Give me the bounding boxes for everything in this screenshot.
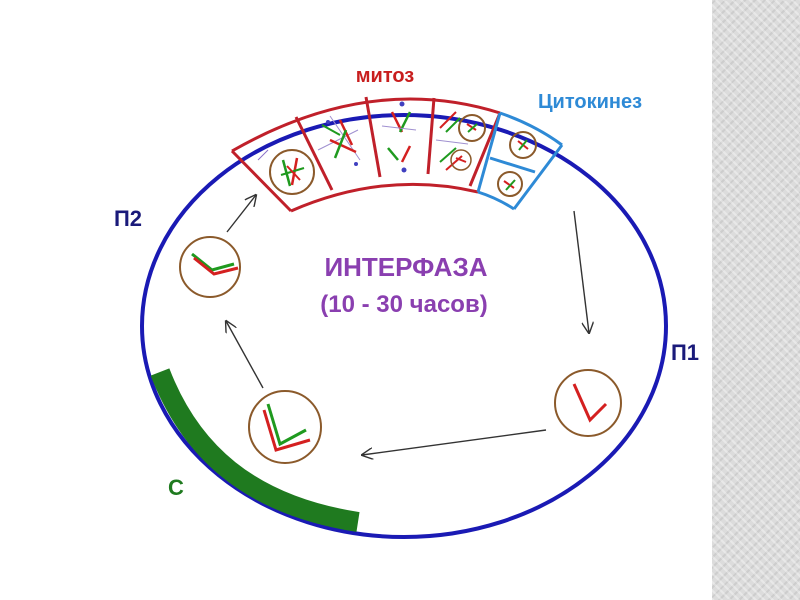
decorative-side-strip	[712, 0, 800, 600]
s-cell-icon	[248, 390, 322, 464]
s-label: С	[168, 475, 184, 500]
g1-cell-icon	[554, 369, 622, 437]
mitosis-stage-metaphase	[381, 101, 417, 173]
g1-label: П1	[671, 340, 699, 365]
mitosis-stage-prophase	[257, 149, 315, 195]
cytokinesis-cell-upper	[458, 114, 537, 159]
cytokinesis-cell-lower	[450, 149, 523, 197]
interphase-duration: (10 - 30 часов)	[320, 291, 487, 318]
g2-cell-icon	[179, 236, 241, 298]
arrow-g2-to-mitosis	[226, 195, 256, 233]
g2-label: П2	[114, 206, 142, 231]
cytokinesis-label: Цитокинез	[538, 91, 642, 113]
cytokinesis-band	[476, 111, 564, 211]
arrow-g1-to-s	[362, 429, 547, 455]
mitosis-band	[230, 96, 502, 213]
arrow-s-to-g2	[226, 321, 264, 389]
s-phase-band	[150, 368, 360, 532]
mitosis-stage-prometaphase	[317, 115, 361, 166]
mitosis-label: митоз	[356, 65, 415, 87]
arrow-cytokinesis-to-g1	[573, 210, 589, 333]
interphase-title: ИНТЕРФАЗА	[324, 252, 487, 282]
cell-cycle-ring	[140, 113, 668, 539]
